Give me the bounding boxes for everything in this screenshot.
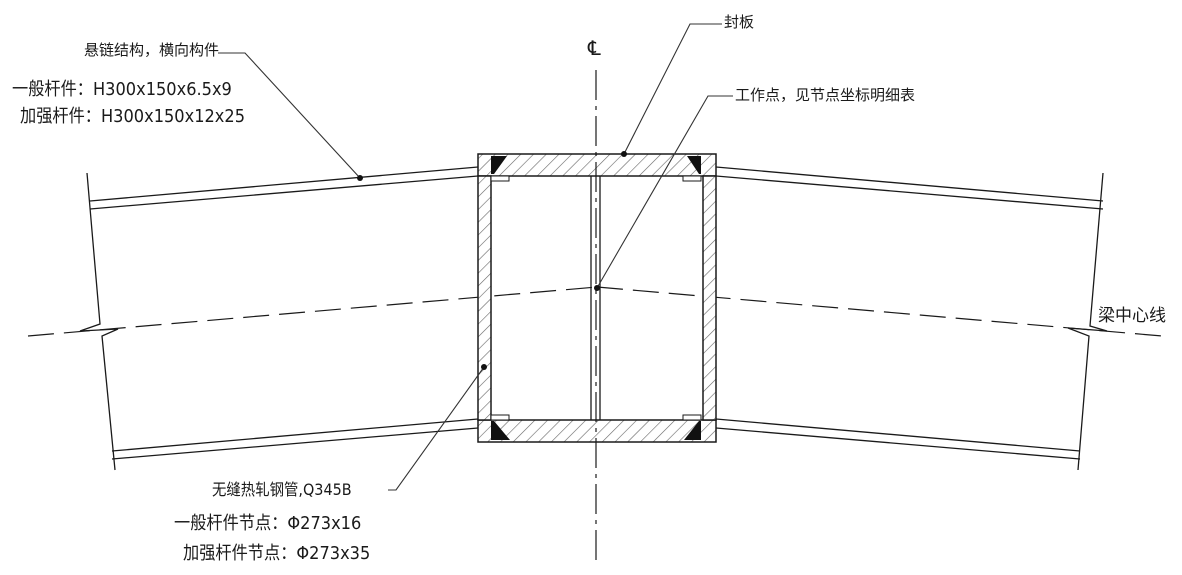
centerline-symbol: ℄	[588, 36, 601, 60]
label-work-point: 工作点，见节点坐标明细表	[735, 86, 916, 104]
label-reinforced-member: 加强杆件：H300x150x12x25	[20, 106, 246, 127]
label-reinforced-node: 加强杆件节点：Φ273x35	[183, 543, 371, 564]
label-cover-plate: 封板	[724, 13, 755, 31]
left-beam	[79, 166, 479, 471]
label-beam-centerline: 梁中心线	[1098, 306, 1166, 326]
label-seamless-tube: 无缝热轧钢管,Q345B	[212, 480, 352, 499]
label-general-node: 一般杆件节点：Φ273x16	[174, 513, 362, 534]
label-catenary-member: 悬链结构，横向构件	[84, 41, 220, 59]
leader-lines	[218, 23, 733, 491]
label-general-member: 一般杆件：H300x150x6.5x9	[12, 79, 232, 100]
beam-centerline	[27, 286, 1163, 337]
box-node	[477, 153, 717, 443]
leader-dots	[357, 151, 627, 370]
right-beam	[715, 166, 1108, 471]
